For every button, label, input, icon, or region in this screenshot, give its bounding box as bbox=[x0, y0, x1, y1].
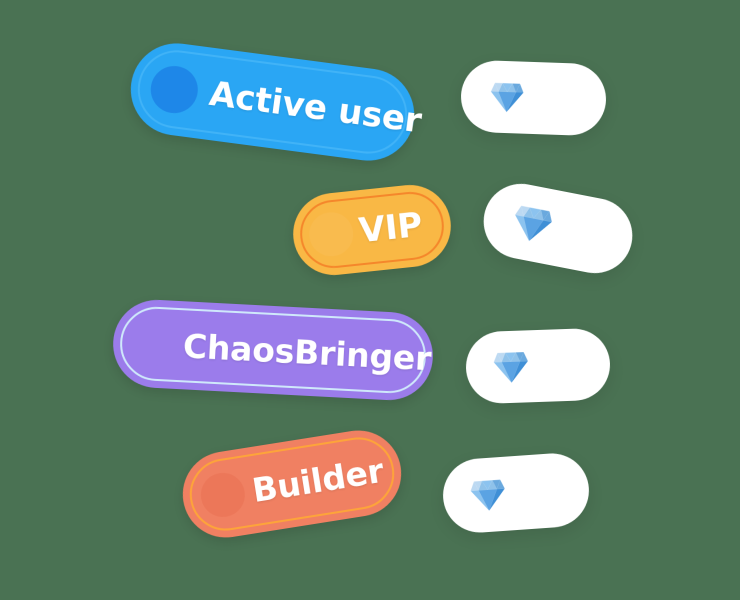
toggle-knob[interactable] bbox=[197, 469, 249, 521]
toggle-knob[interactable] bbox=[307, 210, 356, 259]
badge-builder[interactable]: Builder bbox=[176, 424, 408, 544]
gem-pill[interactable] bbox=[440, 450, 592, 536]
toggle-knob[interactable] bbox=[147, 62, 201, 116]
badge-active-user[interactable]: Active user bbox=[125, 37, 424, 167]
gem-stone-icon bbox=[506, 197, 560, 251]
badge-label: ChaosBringer bbox=[182, 325, 433, 378]
gem-pill[interactable] bbox=[464, 327, 612, 405]
gem-stone-icon bbox=[489, 345, 532, 388]
toggle-knob[interactable] bbox=[130, 320, 177, 367]
badge-label: VIP bbox=[356, 204, 425, 252]
badge-chaos-bringer[interactable]: ChaosBringer bbox=[110, 297, 436, 403]
badge-label: Builder bbox=[249, 450, 387, 510]
badge-vip[interactable]: VIP bbox=[289, 180, 455, 280]
gem-pill[interactable] bbox=[477, 177, 639, 280]
gem-stone-icon bbox=[486, 76, 527, 117]
gem-pill[interactable] bbox=[459, 59, 608, 137]
gem-stone-icon bbox=[466, 473, 511, 518]
badge-label: Active user bbox=[206, 73, 424, 142]
